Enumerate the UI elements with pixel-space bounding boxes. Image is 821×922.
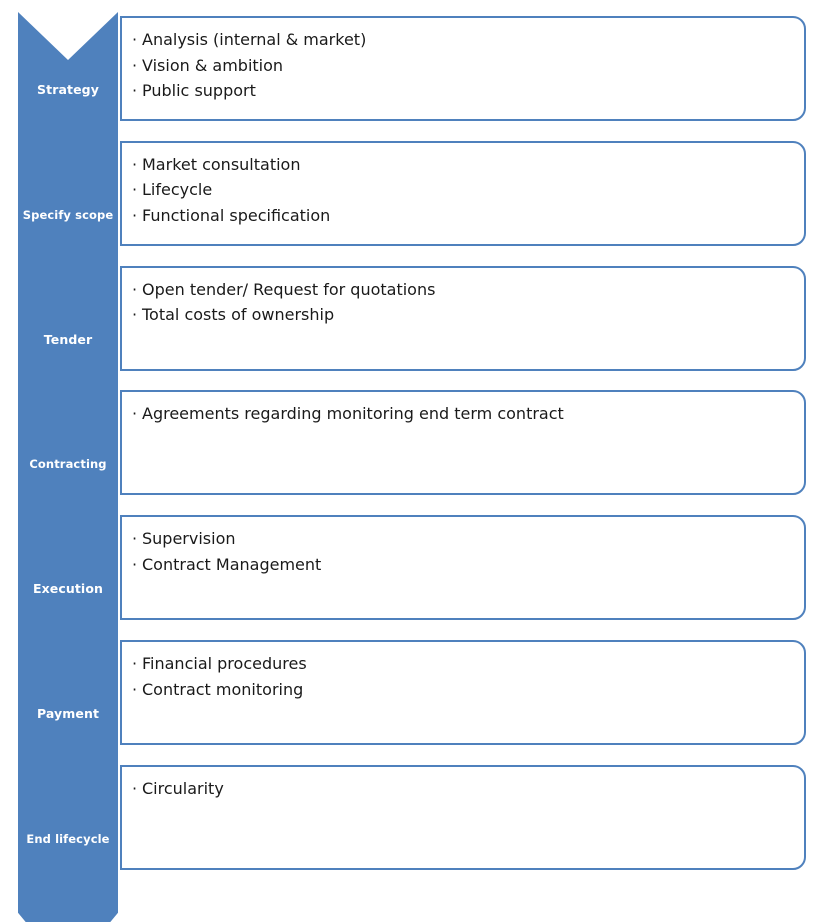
bullet-dot-icon: · <box>132 180 138 200</box>
bullet-dot-icon: · <box>132 205 138 225</box>
stage-label-end-lifecycle: End lifecycle <box>26 831 110 846</box>
bullet-item: ·Total costs of ownership <box>132 302 804 328</box>
bullet-item: ·Open tender/ Request for quotations <box>132 277 804 303</box>
bullet-dot-icon: · <box>132 279 138 299</box>
stage-chevron[interactable] <box>18 760 118 922</box>
bullet-dot-icon: · <box>132 154 138 174</box>
bullet-list: ·Circularity <box>122 767 804 802</box>
bullet-text: Contract monitoring <box>142 679 304 699</box>
bullet-dot-icon: · <box>132 55 138 75</box>
bullet-list: ·Analysis (internal & market)·Vision & a… <box>122 18 804 104</box>
bullet-dot-icon: · <box>132 404 138 424</box>
bullet-dot-icon: · <box>132 554 138 574</box>
bullet-text: Functional specification <box>142 205 331 225</box>
bullet-list: ·Supervision·Contract Management <box>122 517 804 577</box>
bullet-text: Analysis (internal & market) <box>142 30 367 49</box>
bullet-text: Total costs of ownership <box>142 305 335 325</box>
bullet-text: Vision & ambition <box>142 55 284 75</box>
stage-detail-box: ·Open tender/ Request for quotations·Tot… <box>120 265 806 371</box>
bullet-text: Agreements regarding monitoring end term… <box>142 404 564 424</box>
stage-detail-box: ·Agreements regarding monitoring end ter… <box>120 390 806 496</box>
bullet-text: Public support <box>142 81 256 101</box>
bullet-item: ·Functional specification <box>132 203 804 229</box>
bullet-item: ·Analysis (internal & market) <box>132 27 804 53</box>
stage-label-strategy: Strategy <box>37 82 99 97</box>
bullet-text: Lifecycle <box>142 180 213 200</box>
bullet-item: ·Circularity <box>132 776 804 802</box>
stage-detail-box: ·Analysis (internal & market)·Vision & a… <box>120 16 806 121</box>
bullet-dot-icon: · <box>132 529 138 549</box>
bullet-item: ·Lifecycle <box>132 177 804 203</box>
stage-detail-box: ·Circularity <box>120 764 806 870</box>
stage-label-contracting: Contracting <box>29 457 107 472</box>
bullet-text: Open tender/ Request for quotations <box>142 279 436 299</box>
stage-detail-box: ·Market consultation·Lifecycle·Functiona… <box>120 140 806 246</box>
stage-label-payment: Payment <box>36 706 100 721</box>
bullet-item: ·Supervision <box>132 526 804 552</box>
stage-label-execution: Execution <box>32 581 104 597</box>
bullet-dot-icon: · <box>132 654 138 673</box>
stage-detail-box: ·Supervision·Contract Management <box>120 515 806 621</box>
bullet-item: ·Contract monitoring <box>132 677 804 703</box>
bullet-dot-icon: · <box>132 81 138 101</box>
bullet-dot-icon: · <box>132 30 138 49</box>
bullet-list: ·Agreements regarding monitoring end ter… <box>122 392 804 427</box>
bullet-dot-icon: · <box>132 778 138 798</box>
bullet-list: ·Market consultation·Lifecycle·Functiona… <box>122 143 804 229</box>
stage-detail-box: ·Financial procedures·Contract monitorin… <box>120 640 806 745</box>
stage-label-specify-scope: Specify scope <box>22 207 114 222</box>
bullet-item: ·Market consultation <box>132 152 804 178</box>
bullet-item: ·Agreements regarding monitoring end ter… <box>132 401 804 427</box>
bullet-text: Financial procedures <box>142 654 307 673</box>
bullet-list: ·Open tender/ Request for quotations·Tot… <box>122 268 804 328</box>
bullet-item: ·Financial procedures <box>132 651 804 677</box>
bullet-text: Market consultation <box>142 154 301 174</box>
bullet-text: Circularity <box>142 778 224 798</box>
bullet-list: ·Financial procedures·Contract monitorin… <box>122 642 804 702</box>
bullet-item: ·Contract Management <box>132 552 804 578</box>
bullet-text: Contract Management <box>142 554 322 574</box>
bullet-text: Supervision <box>142 529 236 549</box>
bullet-item: ·Public support <box>132 78 804 104</box>
bullet-item: ·Vision & ambition <box>132 53 804 79</box>
bullet-dot-icon: · <box>132 305 138 325</box>
bullet-dot-icon: · <box>132 679 138 699</box>
stage-label-tender: Tender <box>43 331 93 347</box>
